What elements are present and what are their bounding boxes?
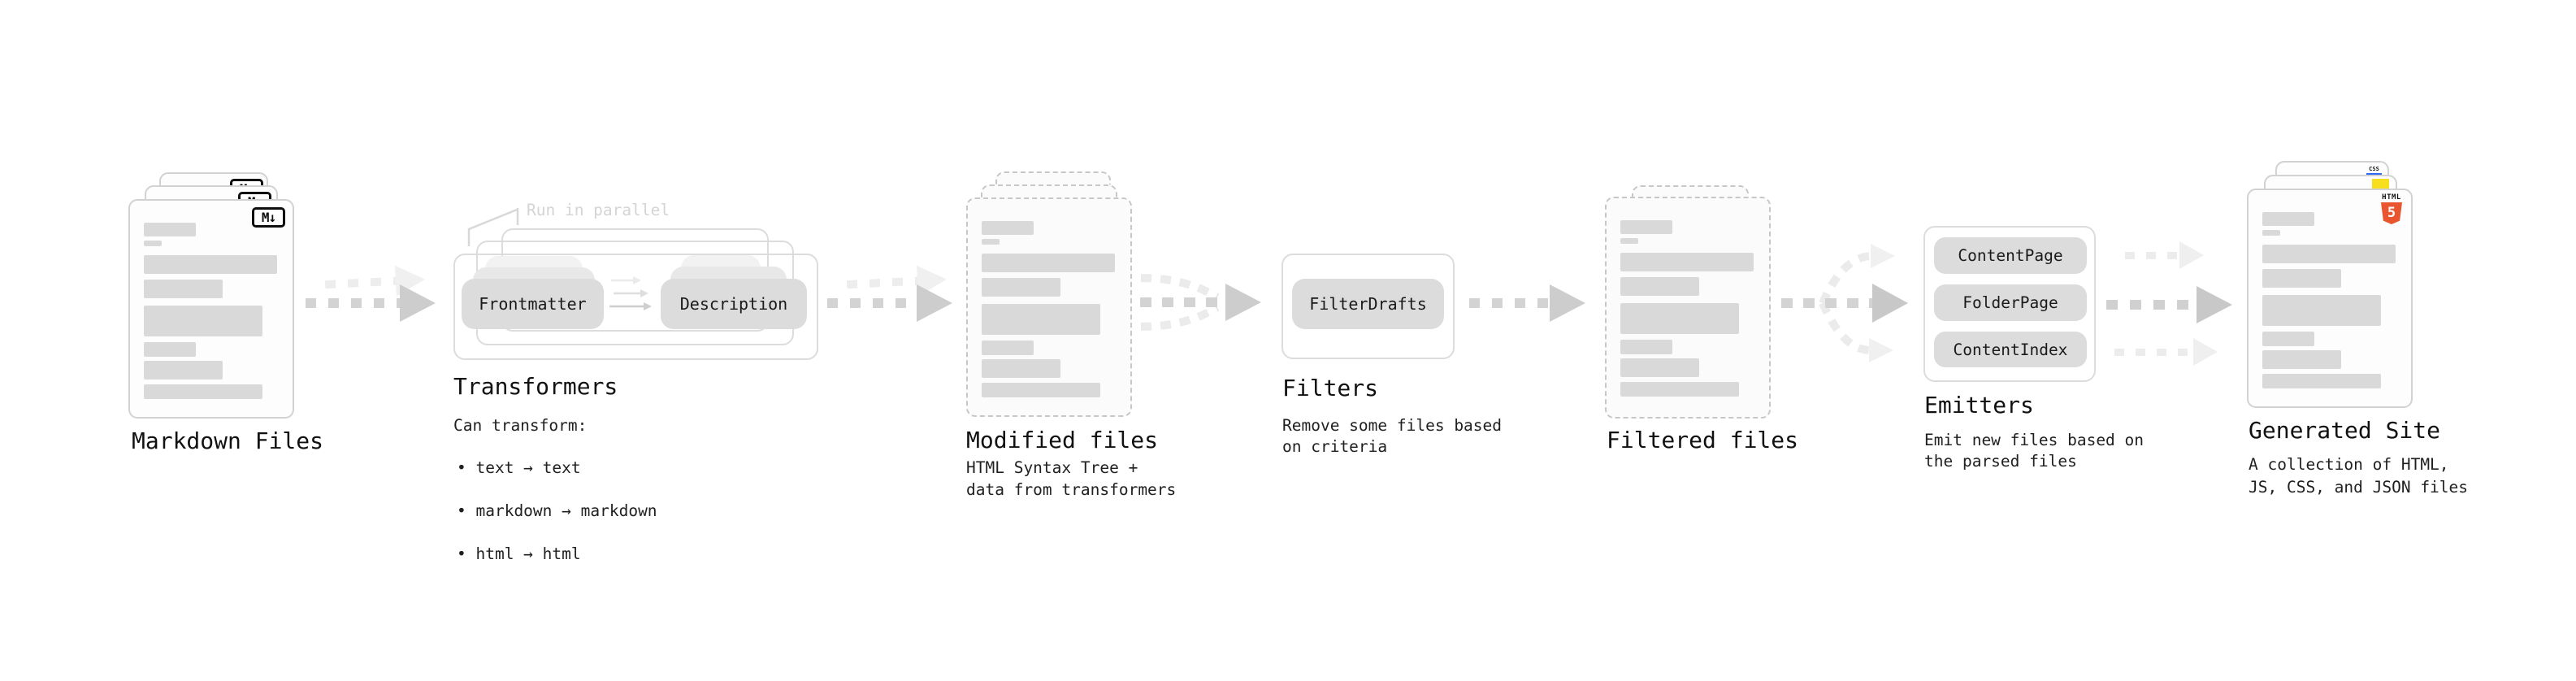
- transformer-box-front: [453, 254, 818, 360]
- placeholder-bar: [982, 278, 1060, 297]
- folder-page-pill: FolderPage: [1934, 284, 2087, 321]
- flow-arrow-icon: [2106, 286, 2232, 323]
- flow-arrow-icon: [306, 284, 436, 322]
- modified-files-subtitle: HTML Syntax Tree + data from transformer…: [966, 458, 1177, 499]
- run-in-parallel-callout: Run in parallel: [527, 201, 670, 219]
- placeholder-bar: [982, 221, 1034, 235]
- placeholder-bar: [144, 306, 262, 336]
- placeholder-bar: [2262, 295, 2381, 326]
- stage-title-filtered-files: Filtered files: [1607, 427, 1799, 453]
- placeholder-bar: [1620, 303, 1739, 334]
- placeholder-bar: [1620, 382, 1739, 397]
- placeholder-bar: [2262, 350, 2341, 369]
- placeholder-bar: [144, 361, 223, 380]
- stage-title-markdown-files: Markdown Files: [132, 427, 324, 454]
- file-content-placeholder: [1607, 198, 1769, 397]
- flow-arrow-icon: [2125, 241, 2204, 269]
- placeholder-bar: [2262, 332, 2314, 346]
- flow-arrow-icon: [827, 284, 952, 322]
- placeholder-bar: [982, 254, 1115, 272]
- markdown-icon: M↓: [252, 207, 285, 228]
- generated-site-subtitle: A collection of HTML, JS, CSS, and JSON …: [2249, 455, 2469, 497]
- transformers-bullet-list: • text → text • markdown → markdown • ht…: [457, 436, 657, 587]
- html5-icon: HTML 5: [2381, 194, 2402, 224]
- placeholder-bar: [1620, 277, 1699, 296]
- modified-file-card-front: [966, 197, 1132, 417]
- placeholder-bar: [2262, 269, 2341, 288]
- placeholder-bar: [144, 280, 223, 298]
- placeholder-bar: [1620, 220, 1672, 234]
- transformers-description-heading: Can transform:: [453, 416, 588, 435]
- javascript-icon: [2372, 179, 2389, 189]
- flow-arrow-transformers-to-modified: [827, 263, 965, 323]
- placeholder-bar: [982, 340, 1034, 355]
- filters-box: [1281, 254, 1455, 359]
- markdown-file-card-front: M↓: [128, 199, 294, 419]
- stage-title-transformers: Transformers: [453, 373, 618, 400]
- placeholder-bar: [982, 239, 1000, 245]
- placeholder-bar: [144, 241, 162, 246]
- frontmatter-pill: Frontmatter: [462, 279, 604, 329]
- stage-title-modified-files: Modified files: [966, 427, 1159, 453]
- description-pill: Description: [661, 279, 807, 329]
- emitters-box: [1923, 226, 2096, 382]
- emitters-subtitle: Emit new files based on the parsed files: [1924, 431, 2144, 471]
- filtered-file-card-front: [1605, 197, 1771, 419]
- placeholder-bar: [2262, 212, 2314, 226]
- placeholder-bar: [144, 255, 277, 274]
- placeholder-bar: [982, 383, 1100, 397]
- file-content-placeholder: [130, 201, 293, 399]
- stage-title-generated-site: Generated Site: [2249, 417, 2441, 444]
- content-page-pill: ContentPage: [1934, 237, 2087, 274]
- stage-title-filters: Filters: [1282, 375, 1379, 401]
- mini-transform-arrows-icon: [609, 276, 652, 310]
- filters-subtitle: Remove some files based on criteria: [1282, 416, 1503, 456]
- generated-file-card-html: HTML 5: [2247, 189, 2413, 408]
- flow-arrow-filters-to-filtered: [1469, 284, 1585, 322]
- bullet-item: • text → text: [457, 458, 581, 477]
- flow-arrow-markdown-to-transformers: [306, 263, 444, 323]
- file-content-placeholder: [968, 199, 1130, 397]
- placeholder-bar: [144, 384, 262, 399]
- placeholder-bar: [1620, 358, 1699, 377]
- filter-drafts-pill: FilterDrafts: [1292, 279, 1444, 329]
- placeholder-bar: [144, 223, 196, 236]
- placeholder-bar: [1620, 340, 1672, 354]
- callout-leader-line: [467, 208, 519, 246]
- placeholder-bar: [982, 359, 1060, 378]
- placeholder-bar: [1620, 238, 1638, 244]
- fan-in-arrow-icon: [1140, 274, 1261, 331]
- flow-arrow-icon: [2114, 338, 2218, 366]
- bullet-item: • markdown → markdown: [457, 501, 657, 520]
- fan-out-arrow-icon: [1781, 244, 1908, 362]
- placeholder-bar: [2262, 230, 2280, 236]
- placeholder-bar: [2262, 245, 2396, 263]
- placeholder-bar: [1620, 253, 1754, 271]
- file-content-placeholder: [2249, 190, 2411, 388]
- content-index-pill: ContentIndex: [1934, 332, 2087, 367]
- stage-title-emitters: Emitters: [1924, 392, 2034, 419]
- placeholder-bar: [2262, 374, 2381, 388]
- bullet-item: • html → html: [457, 544, 581, 563]
- placeholder-bar: [982, 304, 1100, 335]
- placeholder-bar: [144, 342, 196, 357]
